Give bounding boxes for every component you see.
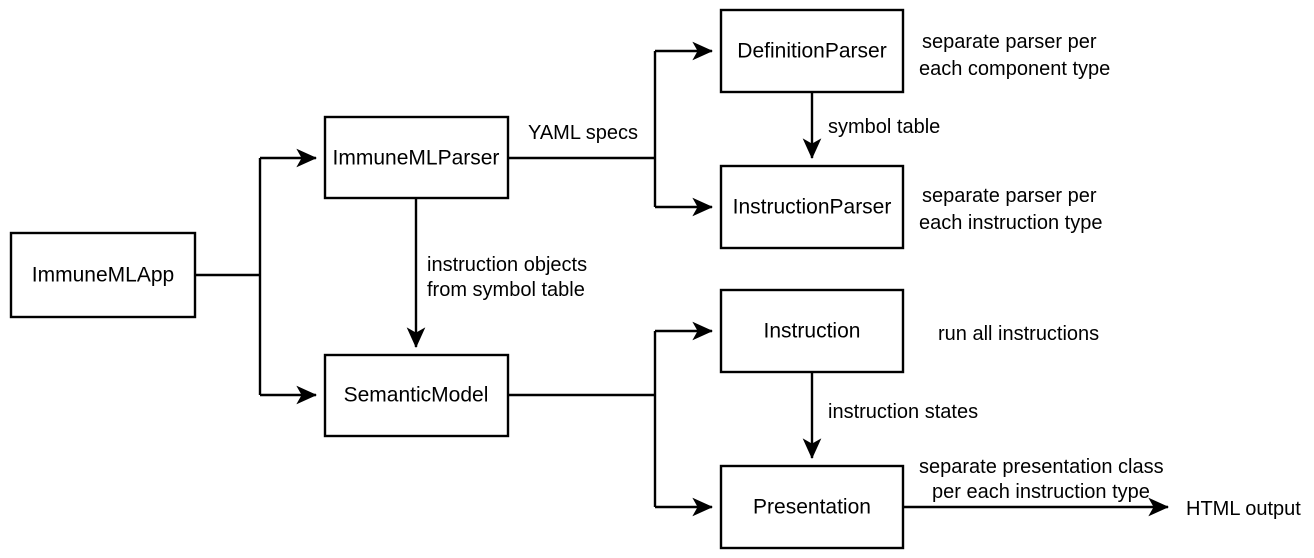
node-instruction[interactable]: Instruction <box>719 288 905 374</box>
note-definitionparser-line1: separate parser per <box>922 31 1097 53</box>
node-presentation-label: Presentation <box>753 496 871 519</box>
note-presentation-line2: per each instruction type <box>932 481 1150 503</box>
node-instructionparser-label: InstructionParser <box>733 196 892 219</box>
node-immunemlparser-box[interactable] <box>323 115 510 200</box>
node-semanticmodel[interactable]: SemanticModel <box>323 353 510 438</box>
note-presentation-line1: separate presentation class <box>919 456 1164 478</box>
node-instructionparser[interactable]: InstructionParser <box>719 164 905 250</box>
node-definitionparser-box[interactable] <box>719 8 905 94</box>
note-instructionparser-line2: each instruction type <box>919 212 1102 234</box>
note-presentation: separate presentation class per each ins… <box>919 456 1164 503</box>
note-instructionparser: separate parser per each instruction typ… <box>919 185 1102 234</box>
note-definitionparser: separate parser per each component type <box>919 31 1110 80</box>
node-presentation[interactable]: Presentation <box>719 464 905 550</box>
node-immunemlparser[interactable]: ImmuneMLParser <box>323 115 510 200</box>
node-semanticmodel-box[interactable] <box>323 353 510 438</box>
edge-parser-to-split <box>508 51 657 207</box>
node-immunemlapp-box[interactable] <box>9 231 197 319</box>
edge-label-symbol-table: symbol table <box>828 116 940 138</box>
node-immunemlparser-label: ImmuneMLParser <box>333 147 500 170</box>
node-definitionparser-label: DefinitionParser <box>737 40 886 63</box>
node-instructionparser-box[interactable] <box>719 164 905 250</box>
node-definitionparser[interactable]: DefinitionParser <box>719 8 905 94</box>
edge-label-instruction-states: instruction states <box>828 401 978 423</box>
node-immunemlapp-label: ImmuneMLApp <box>32 264 174 287</box>
node-semanticmodel-label: SemanticModel <box>344 384 489 407</box>
edge-semanticmodel-to-split <box>508 331 657 507</box>
edge-label-instruction-objects-line2: from symbol table <box>427 279 585 301</box>
edge-label-html-output: HTML output <box>1186 498 1301 520</box>
note-instruction: run all instructions <box>938 323 1099 345</box>
note-instruction-line1: run all instructions <box>938 323 1099 345</box>
edge-label-yaml-specs: YAML specs <box>528 122 638 144</box>
node-presentation-box[interactable] <box>719 464 905 550</box>
node-immunemlapp[interactable]: ImmuneMLApp <box>9 231 197 319</box>
edge-label-instruction-objects-line1: instruction objects <box>427 254 587 276</box>
edge-app-to-split <box>195 158 262 395</box>
note-instructionparser-line1: separate parser per <box>922 185 1097 207</box>
note-definitionparser-line2: each component type <box>919 58 1110 80</box>
node-instruction-label: Instruction <box>764 320 861 343</box>
node-instruction-box[interactable] <box>719 288 905 374</box>
